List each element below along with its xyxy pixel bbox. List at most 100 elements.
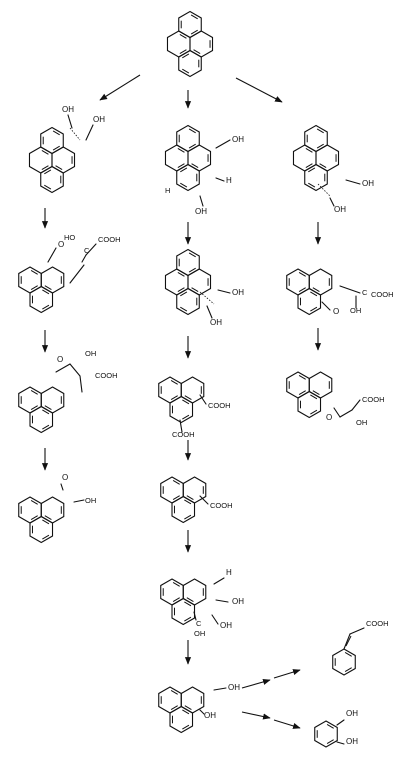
double-bond	[42, 304, 50, 310]
bond	[67, 114, 73, 129]
arrow-c6-b2	[273, 719, 301, 729]
center-5-ring-b	[182, 578, 207, 606]
double-bond	[184, 395, 192, 400]
label-o: O	[62, 473, 68, 482]
label-oh: OH	[232, 288, 244, 297]
label-oh: OH	[346, 737, 358, 746]
bond	[199, 495, 209, 505]
double-bond	[30, 285, 38, 290]
center-3-ring-b	[180, 376, 205, 404]
label-oh: OH	[350, 306, 361, 315]
label-o: O	[326, 413, 332, 422]
label-c: C	[362, 288, 368, 297]
double-bond	[182, 709, 190, 715]
bond	[329, 197, 335, 207]
double-bond	[316, 128, 324, 134]
double-bond	[177, 163, 185, 168]
label-cooh: COOH	[366, 619, 389, 628]
bond	[69, 363, 81, 377]
right-3-ring-c	[297, 390, 322, 419]
double-bond	[180, 167, 188, 173]
arrow-c6-b1	[241, 711, 271, 720]
left-4-ring-a	[18, 496, 42, 524]
label-cooh: COOH	[371, 290, 394, 299]
double-bond	[41, 165, 49, 170]
double-bond	[55, 165, 63, 170]
cleavage-mark	[69, 127, 81, 141]
right-1-ring-c	[292, 144, 317, 172]
double-bond	[312, 390, 320, 395]
bond	[85, 243, 97, 256]
bond	[206, 305, 213, 319]
bond	[215, 599, 229, 603]
double-bond	[344, 667, 352, 672]
center-6-ring-c	[169, 705, 194, 734]
double-bond	[180, 306, 188, 312]
left-2-ring-b	[40, 266, 65, 294]
double-bond	[298, 390, 306, 395]
bond	[73, 499, 85, 503]
double-bond	[170, 395, 178, 400]
bond	[213, 577, 225, 585]
double-bond	[179, 49, 187, 54]
center-4-ring-c	[171, 495, 196, 524]
bond	[85, 124, 94, 141]
center-2-ring-c	[164, 268, 189, 296]
double-bond	[310, 394, 318, 400]
label-oh: OH	[93, 115, 105, 124]
right-1-ring-a	[304, 124, 328, 153]
center-2-ring-d	[176, 287, 200, 316]
label-cooh: COOH	[98, 235, 121, 244]
bond	[199, 195, 204, 207]
left-3-ring-b	[40, 386, 65, 414]
double-bond	[182, 53, 190, 59]
label-o: O	[333, 307, 339, 316]
label-oh: OH	[356, 418, 367, 427]
arrow-to-left-branch	[99, 74, 141, 101]
double-bond	[345, 635, 352, 647]
double-bond	[44, 285, 52, 290]
arrow-to-right-branch	[235, 77, 283, 103]
left-4-ring-c	[29, 515, 54, 544]
bond	[55, 363, 71, 373]
label-ho: HO	[64, 233, 75, 242]
double-bond	[305, 163, 313, 168]
bond	[333, 407, 341, 418]
label-cooh: COOH	[362, 395, 385, 404]
arrow-c6-a2	[273, 669, 301, 679]
center-2-ring-b	[187, 268, 212, 296]
bond	[79, 375, 83, 393]
double-bond	[30, 390, 38, 395]
double-bond	[30, 515, 38, 520]
double-bond	[172, 582, 180, 587]
label-cooh: COOH	[95, 371, 118, 380]
label-oh: OH	[210, 318, 222, 327]
double-bond	[30, 500, 38, 505]
double-bond	[298, 375, 306, 380]
double-bond	[191, 163, 199, 168]
double-bond	[184, 514, 192, 520]
bond	[199, 394, 207, 405]
label-oh: OH	[194, 629, 205, 638]
label-oh: OH	[228, 683, 240, 692]
label-oh: OH	[362, 179, 374, 188]
right-1-ring-d	[304, 163, 328, 192]
right-3-ring-a	[286, 371, 310, 399]
right-2-ring-c	[297, 287, 322, 316]
bond	[349, 627, 365, 635]
arrow-layer	[41, 74, 322, 729]
label-oh: OH	[85, 349, 96, 358]
label-oh: OH	[346, 709, 358, 718]
center-6-ring-a	[158, 686, 182, 714]
label-h: H	[165, 186, 170, 195]
double-bond	[52, 130, 60, 136]
right-3-ring-b	[308, 371, 333, 399]
double-bond	[179, 34, 187, 39]
label-h: H	[226, 176, 232, 185]
label-layer: OHOHOHOCCOOHOOHCOOHOOHOHHOHHOHOHCOOHCOOH…	[57, 105, 394, 746]
double-bond	[186, 597, 194, 602]
label-oh: OH	[195, 207, 207, 216]
double-bond	[310, 306, 318, 312]
double-bond	[326, 739, 334, 744]
double-bond	[310, 409, 318, 415]
